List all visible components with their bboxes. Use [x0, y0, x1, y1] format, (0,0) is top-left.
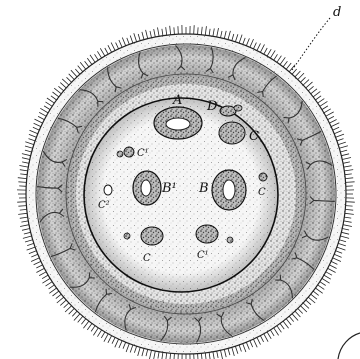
corner-fragment	[338, 333, 360, 359]
organ-B1	[133, 171, 161, 205]
label-C1-upper-left: C¹	[137, 148, 149, 159]
organ-C2-left	[104, 185, 112, 195]
organ-C-upper-right	[219, 122, 245, 144]
label-C2-left: C²	[98, 200, 110, 211]
organ-A	[154, 107, 202, 139]
organ-B	[212, 170, 246, 210]
organ-C-right-small	[259, 173, 267, 181]
label-d-leader	[292, 18, 330, 70]
label-C-upper-right: C	[249, 129, 259, 144]
label-D: D	[206, 99, 218, 114]
label-A: A	[172, 93, 182, 108]
label-B: B	[198, 181, 209, 196]
label-B1: B¹	[161, 181, 177, 196]
label-d: d	[333, 5, 341, 20]
label-C-lower: C	[143, 253, 151, 264]
label-C-right-small: C	[258, 187, 266, 198]
label-C1-lower: C¹	[197, 250, 209, 261]
